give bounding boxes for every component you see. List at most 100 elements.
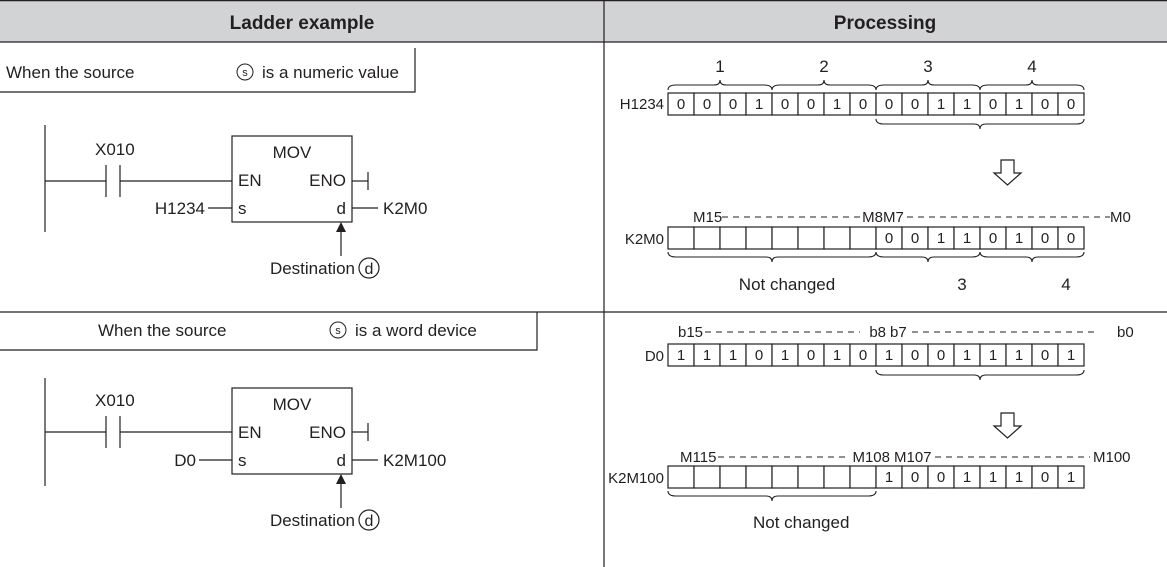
example1-dst-bit-10: 1 [937,230,945,247]
example1-dst-cell-6 [823,226,851,250]
example1-nibble-label-2: 3 [923,57,932,76]
example2-src-bit-6: 1 [833,347,841,364]
example2-moved-brace [875,369,1085,381]
example2-dst-bit-8: 1 [885,469,893,486]
example2-dst-bit-12: 1 [989,469,997,486]
example2-source-operand: D0 [174,451,196,470]
example2-eno: ENO [309,423,346,442]
ladder-example-2: When the source s is a word device X010 … [0,312,538,531]
example2-dest-label: Destination [270,511,355,530]
example1-dest-high: M15 [693,209,722,226]
example2-dest-high: M115 [680,449,716,466]
example2-src-bit-12: 1 [989,347,997,364]
example1-contact-label: X010 [95,140,135,159]
example1-src-bit-11: 1 [963,96,971,113]
example2-dest-row-label: K2M100 [608,470,664,487]
example1-mov-block [231,135,353,223]
example1-nibble3-brace [875,251,981,263]
example2-title-box [0,312,538,351]
example1-nibble-label-1: 2 [819,57,828,76]
example1-dest-mid-right: M7 [883,209,904,226]
example2-src-cell-15 [1057,343,1085,367]
example1-title-box [0,48,416,93]
example1-src-bit-14: 0 [1041,96,1049,113]
example2-source-row-label: D0 [645,348,664,365]
example1-bottom-braces [667,251,1085,263]
example1-src-bit-1: 0 [703,96,711,113]
example1-nibble4-brace [979,251,1085,263]
example1-src-bit-7: 0 [859,96,867,113]
example1-low-nibble-3: 3 [957,275,966,294]
header-processing: Processing [834,13,936,34]
example2-dest-symbol: d [365,513,374,530]
example2-source-symbol: s [335,325,341,337]
example2-src-bit-13: 1 [1015,347,1023,364]
example2-dst-bit-13: 1 [1015,469,1023,486]
example1-dst-bit-8: 0 [885,230,893,247]
example2-src-bit-15: 1 [1067,347,1075,364]
example2-dst-cell-6 [823,465,851,489]
example2-moved-bits-brace [875,369,1085,381]
example2-dst-cell-7 [849,465,877,489]
example1-dst-bit-13: 1 [1015,230,1023,247]
example2-instruction: MOV [273,395,312,414]
example1-nibble-brace-0 [667,79,773,91]
example1-instruction: MOV [273,143,312,162]
example1-dst-cell-15 [1057,226,1085,250]
example1-dst-bit-11: 1 [963,230,971,247]
example2-src-high: b15 [678,324,703,341]
example1-eno: ENO [309,171,346,190]
example2-src-bit-1: 1 [703,347,711,364]
example1-src-bit-15: 0 [1067,96,1075,113]
example1-dst-cell-7 [849,226,877,250]
example1-src-bit-8: 0 [885,96,893,113]
example2-dest-mid-right: M107 [894,449,932,466]
example1-dest-operand: K2M0 [383,199,427,218]
example1-src-bit-3: 1 [755,96,763,113]
source-symbol-circle [236,63,254,81]
example2-dest-low: M100 [1093,449,1131,466]
example2-src-bit-3: 0 [755,347,763,364]
source-symbol-circle-2 [329,321,347,339]
example1-moved-brace [875,118,1085,130]
example2-src-bit-5: 0 [807,347,815,364]
example1-moved-bits-brace [875,118,1085,130]
example2-dst-cell-15 [1057,465,1085,489]
example2-down-arrow-icon [992,412,1023,439]
example2-dst-bit-9: 0 [911,469,919,486]
example1-not-changed-brace [667,251,877,263]
example1-source-row-label: H1234 [620,96,664,113]
example2-bottom-brace [667,490,877,502]
example1-dest-label: Destination [270,259,355,278]
example2-src-b7: b7 [890,324,907,341]
example2-dst-cell-3 [745,465,773,489]
example1-source-operand: H1234 [155,199,205,218]
example1-source-symbol: s [242,67,248,79]
example2-dest-operand: K2M100 [383,451,446,470]
example2-mov-block [231,387,353,475]
example1-title-prefix: When the source [6,63,135,82]
example1-nibble-brace-3 [979,79,1085,91]
example2-src-bit-2: 1 [729,347,737,364]
example2-src-bit-10: 0 [937,347,945,364]
example1-dst-bit-9: 0 [911,230,919,247]
example2-dst-cell-5 [797,465,825,489]
example2-dst-cell-0 [667,465,695,489]
example1-dst-cell-2 [719,226,747,250]
example1-src-bit-0: 0 [677,96,685,113]
example1-s-port: s [238,199,247,218]
example1-low-nibble-4: 4 [1061,275,1070,294]
example1-not-changed: Not changed [739,275,835,294]
example2-src-b8: b8 [869,324,886,341]
dest-symbol-circle [358,257,380,279]
example1-src-bit-10: 1 [937,96,945,113]
example2-dst-cell-1 [693,465,721,489]
example2-dst-cell-2 [719,465,747,489]
example2-src-bit-4: 1 [781,347,789,364]
